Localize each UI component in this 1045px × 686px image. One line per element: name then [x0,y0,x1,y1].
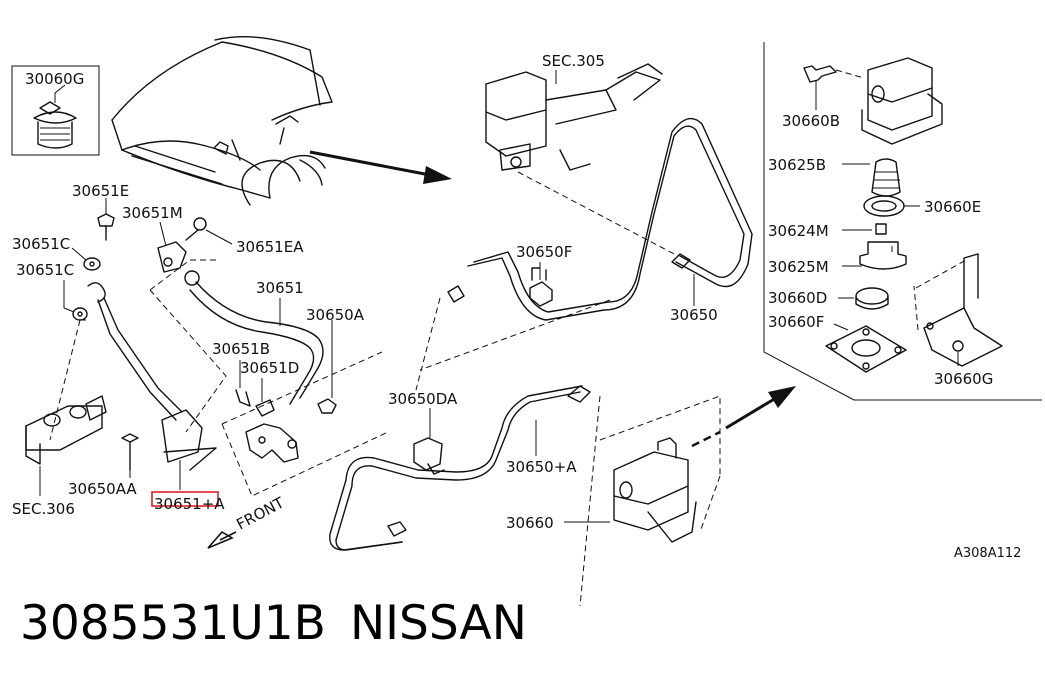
label-30651A: 30651+A [154,495,225,513]
clip-30651B [235,360,251,407]
direction-arrow-2 [691,386,796,448]
label-30650plusA: 30650+A [506,458,577,476]
label-30660G: 30660G [934,370,993,388]
label-30660E: 30660E [924,198,981,216]
car-outline [111,36,333,206]
hose-30651 [184,270,324,405]
label-30651: 30651 [256,279,304,297]
pipe-30650plusA [329,385,591,551]
washer-30651C-a [71,247,101,271]
clip-30650F [529,262,553,307]
label-30651C-a: 30651C [12,235,70,253]
label-30625M: 30625M [768,258,829,276]
part-number: 3085531U1B [20,596,326,651]
label-30651D: 30651D [240,359,299,377]
label-sec306: SEC.306 [12,500,75,518]
label-30651C-b: 30651C [16,261,74,279]
dashed-guide-1 [149,259,227,433]
brand-name: NISSAN [350,596,527,651]
bracket-30660G [923,253,1003,367]
dashed-guide-3 [221,351,389,497]
master-cylinder [485,63,663,171]
hose-30651A [87,282,217,490]
dashed-guide-2 [49,319,90,441]
dashed-guide-8 [891,242,967,331]
bracket-30651D [245,378,299,463]
label-sec305: SEC.305 [542,52,605,70]
clip-30060G-inset [11,65,100,156]
bolt-30650AA [121,433,139,478]
boot-30625B [842,158,901,197]
label-30625B: 30625B [768,156,826,174]
label-30660B: 30660B [782,112,840,130]
pipe-30650 [447,117,753,321]
label-30651B: 30651B [212,340,270,358]
label-30650F: 30650F [516,243,572,261]
label-30660: 30660 [506,514,554,532]
clip-30651M [157,221,187,273]
label-30624M: 30624M [768,222,829,240]
label-front: FRONT [233,493,287,533]
exploded-view-border [763,42,1042,401]
clip-30650DA [413,408,445,475]
dashed-guide-6 [599,395,721,533]
label-30060G: 30060G [25,70,84,88]
slave-cylinder [25,395,107,496]
label-30650DA: 30650DA [388,390,458,408]
label-30650: 30650 [670,306,718,324]
direction-arrow-1 [309,150,452,184]
label-30651M: 30651M [122,204,183,222]
front-arrow [207,530,237,549]
gasket-30660F [825,323,907,373]
fitting-30660B [803,65,837,110]
label-30660F: 30660F [768,313,824,331]
diagram-reference-code: A308A112 [954,546,1021,561]
bolt-30651E [97,198,115,241]
damper-30660 [564,437,697,543]
dashed-guide-4 [517,171,679,257]
label-30650AA: 30650AA [68,480,137,498]
seal-30660D [838,287,889,310]
label-30650A: 30650A [306,306,365,324]
body-30660 [861,57,943,145]
piston-30625M [842,241,907,270]
washer-30651C-b [63,280,88,321]
dashed-guide-7 [835,69,865,79]
label-30651EA: 30651EA [236,238,304,256]
washer-30660E [863,195,920,217]
highlighted-part-30651A [151,491,219,507]
label-30660D: 30660D [768,289,827,307]
dashed-guide-5 [415,297,611,607]
pin-30624M [842,223,887,235]
bolt-30650A [317,320,337,414]
bolt-30651EA [185,217,233,245]
label-30651E: 30651E [72,182,129,200]
